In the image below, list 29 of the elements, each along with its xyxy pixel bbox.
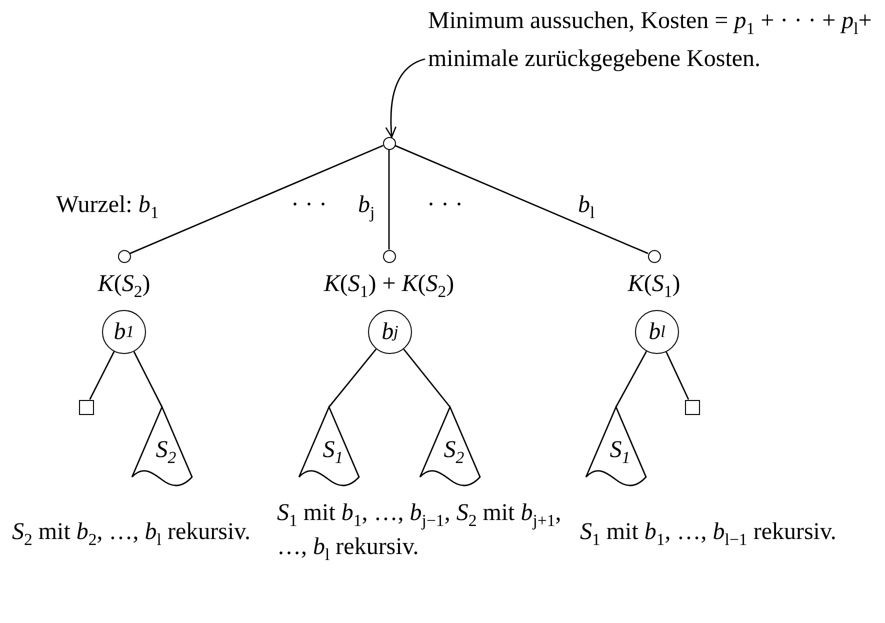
- node-circle: [382, 136, 396, 150]
- subtree-triangle: S$_{1}$: [298, 407, 360, 487]
- ellipsis: · · ·: [427, 191, 464, 220]
- tree-edge: [130, 144, 384, 254]
- note-text: S$_{2}$ mit b$_{2}$, …, b$_{l}$ rekursiv.: [12, 518, 252, 549]
- tree-edge: [666, 352, 690, 400]
- tree-edge: [403, 348, 451, 408]
- annotation-text: Minimum aussuchen, Kosten = p$_{1}$ + · · · + p$_{l}$+ minimale zurückgegebene Kosten.: [428, 2, 883, 78]
- subtree-triangle: S$_{2}$: [419, 407, 481, 487]
- node-circle: [382, 250, 396, 262]
- node-circle: [118, 250, 130, 262]
- node-circle: [648, 250, 660, 262]
- leaf-square: [684, 400, 700, 414]
- tree-edge: [328, 348, 377, 408]
- ellipsis: · · ·: [291, 191, 328, 220]
- tree-edge: [394, 144, 648, 254]
- tree-edge: [615, 350, 648, 408]
- cost-label: K(S$_{2}$): [96, 270, 152, 303]
- note-text: S$_{1}$ mit b$_{1}$, …, b$_{j−1}$, S$_{2}$ mit b$_{j+1}$, …, b$_{l}$ rekursiv.: [277, 499, 562, 564]
- tree-edge: [388, 150, 390, 250]
- tree-edge: [133, 351, 163, 408]
- tree-edge: [89, 351, 115, 400]
- subtree-triangle: S$_{1}$: [585, 407, 647, 487]
- subtree-triangle: S$_{2}$: [131, 407, 193, 487]
- note-text: S$_{1}$ mit b$_{1}$, …, b$_{l−1}$ rekursiv.: [580, 518, 838, 549]
- cost-label: K(S$_{1}$): [626, 270, 682, 303]
- cost-label: K(S$_{1}$) + K(S$_{2}$): [322, 270, 456, 303]
- leaf-square: [78, 400, 94, 414]
- curved-arrow: [385, 58, 426, 138]
